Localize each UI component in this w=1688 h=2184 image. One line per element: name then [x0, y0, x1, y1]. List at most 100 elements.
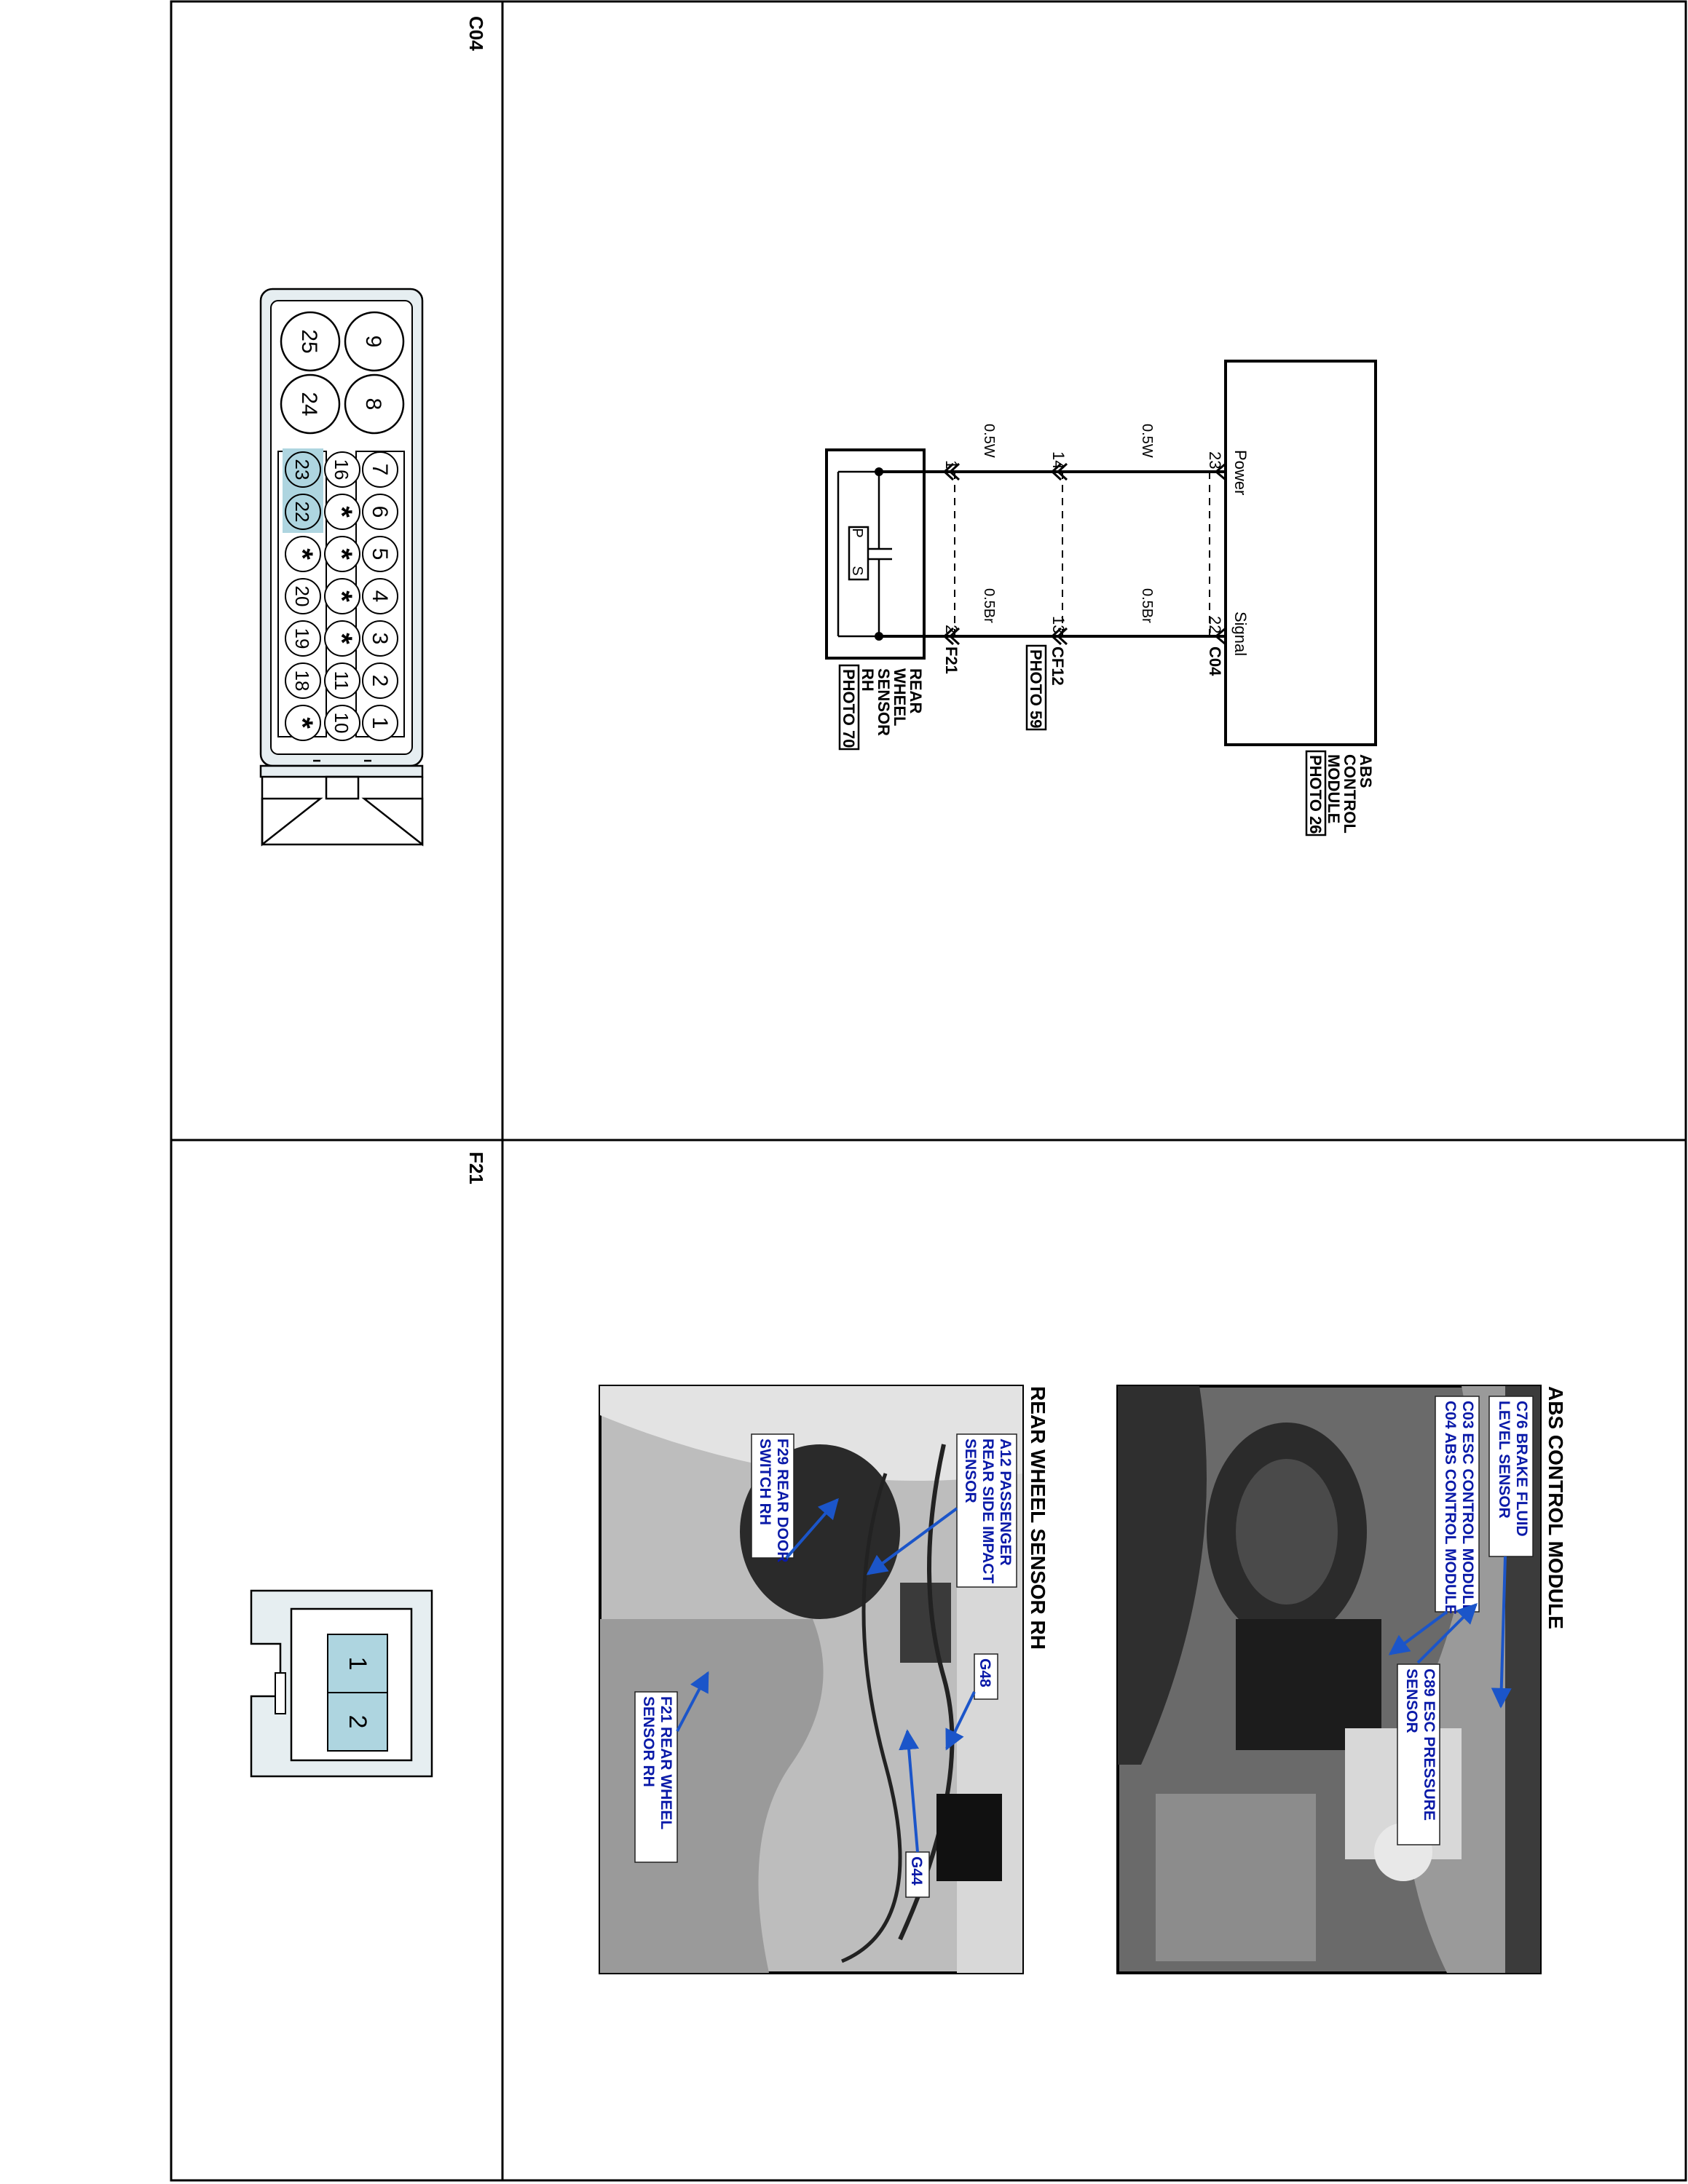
c04-pin-25: 25: [297, 329, 321, 353]
c04-pin-circle: [285, 662, 321, 699]
rear-callout-a12: A12 PASSENGER REAR SIDE IMPACT SENSOR: [866, 1433, 1017, 1588]
c04-pin-label: 5: [368, 548, 392, 561]
f21-pin-2-cell: [327, 1692, 388, 1752]
abs-pin-power-label: Power: [1231, 450, 1250, 495]
c04-pin-circle: [324, 620, 360, 657]
svg-text:A12 PASSENGER: A12 PASSENGER: [997, 1439, 1014, 1566]
svg-text:G48: G48: [977, 1658, 993, 1688]
rear-photo-title: REAR WHEEL SENSOR RH: [1027, 1386, 1049, 1650]
c04-pin-label: 1: [368, 717, 392, 729]
f21-pin-2: 2: [344, 1715, 371, 1729]
abs-callout-c89: C89 ESC PRESSURE SENSOR: [1397, 1603, 1478, 1845]
f21-schematic-pin-2: 2: [942, 625, 961, 633]
sensor-symbol-s: S: [849, 566, 865, 575]
c04-pin-circle: [324, 705, 360, 741]
svg-text:SENSOR RH: SENSOR RH: [640, 1696, 657, 1787]
abs-photo-title: ABS CONTROL MODULE: [1545, 1386, 1567, 1629]
c04-pin-circle: [362, 494, 398, 530]
c04-pin-label: *: [326, 590, 358, 602]
c04-pin-label: 22: [291, 502, 313, 523]
rear-photo-panel: REAR WHEEL SENSOR RH A12 PASSENGER REAR …: [599, 1385, 1049, 1974]
svg-text:F21 REAR WHEEL: F21 REAR WHEEL: [658, 1696, 674, 1829]
f21-connector-face: 1 2: [250, 1589, 433, 1778]
abs-module-name: ABS CONTROL MODULE: [1325, 754, 1375, 834]
svg-text:MODULE: MODULE: [1325, 754, 1343, 823]
svg-text:SENSOR: SENSOR: [1403, 1669, 1420, 1733]
wire-size-power-upper: 0.5W: [1139, 424, 1155, 458]
f21-pin-1-cell: [327, 1634, 388, 1693]
c04-pin-label: 19: [291, 628, 313, 649]
abs-module-box: [1224, 360, 1377, 746]
c04-pin-circle: [362, 662, 398, 699]
svg-text:RH: RH: [859, 668, 877, 692]
c04-pin-label: *: [286, 717, 318, 729]
svg-text:LEVEL SENSOR: LEVEL SENSOR: [1496, 1401, 1513, 1519]
c04-pin-label: *: [286, 548, 318, 560]
c04-pin-circle: [324, 451, 360, 488]
f21-section-label: F21: [465, 1152, 487, 1184]
c04-pin-label: *: [326, 548, 358, 560]
c04-pin-circle: [362, 578, 398, 614]
c04-pin-label: 2: [368, 675, 392, 687]
svg-text:CONTROL: CONTROL: [1341, 754, 1359, 834]
abs-connector-id: C04: [1206, 646, 1224, 676]
cf12-connector-id: CF12: [1049, 646, 1067, 686]
svg-text:ABS: ABS: [1357, 754, 1375, 788]
c04-pin-circle: [285, 578, 321, 614]
c04-pin-label: *: [326, 506, 358, 518]
c04-pin-circle: [324, 494, 360, 530]
abs-callout-c76: C76 BRAKE FLUID LEVEL SENSOR: [1488, 1396, 1534, 1709]
connector-dashes: [954, 472, 1210, 636]
rear-callout-f21: F21 REAR WHEEL SENSOR RH: [634, 1671, 709, 1863]
abs-callout-c03-c04: C03 ESC CONTROL MODULE C04 ABS CONTROL M…: [1388, 1396, 1480, 1655]
c04-pin-label: 6: [368, 506, 392, 518]
c04-pin-circle: [285, 620, 321, 657]
svg-text:WHEEL: WHEEL: [891, 668, 909, 726]
abs-photo-panel: ABS CONTROL MODULE C76 BRAKE FLUID LEVEL…: [1116, 1385, 1567, 1974]
c04-connector-section: C04 9 25 8: [259, 16, 487, 847]
c04-pin-label: 11: [331, 671, 352, 691]
c04-pin-label: 18: [291, 670, 313, 692]
sensor-name: REAR WHEEL SENSOR RH: [859, 668, 925, 736]
rear-callout-f29: F29 REAR DOOR SWITCH RH: [751, 1433, 839, 1562]
svg-text:C89 ESC PRESSURE: C89 ESC PRESSURE: [1421, 1669, 1437, 1821]
c04-pin-circle: [285, 705, 321, 741]
svg-text:SWITCH RH: SWITCH RH: [757, 1439, 773, 1525]
wires: [879, 470, 1226, 638]
svg-text:G44: G44: [908, 1856, 925, 1886]
c04-pin-circle: [324, 536, 360, 572]
c04-pin-label: 7: [368, 464, 392, 476]
cf12-photo: PHOTO 59: [1027, 649, 1045, 728]
cf12-pin-13: 13: [1049, 616, 1068, 633]
cf12-pin-14: 14: [1049, 451, 1068, 469]
c04-pin-8: 8: [361, 398, 385, 411]
c04-latch: [259, 759, 424, 847]
sensor-photo: PHOTO 70: [840, 669, 858, 748]
wire-size-signal-upper: 0.5Br: [1139, 588, 1155, 623]
c04-pin-circle: [285, 451, 321, 488]
c04-pin-circle: [362, 451, 398, 488]
wire-size-signal-lower: 0.5Br: [981, 588, 997, 623]
svg-text:F29 REAR DOOR: F29 REAR DOOR: [774, 1439, 791, 1562]
f21-pin-1: 1: [344, 1657, 371, 1671]
c04-pin-circle: [362, 620, 398, 657]
c04-pin-label: 20: [291, 586, 313, 607]
connector-chevrons: [942, 462, 1226, 646]
c04-pin-circle: [324, 662, 360, 699]
svg-text:SENSOR: SENSOR: [962, 1439, 979, 1503]
c04-pin-24: 24: [297, 392, 321, 416]
f21-schematic-connector-id: F21: [942, 646, 961, 674]
svg-text:C76 BRAKE FLUID: C76 BRAKE FLUID: [1513, 1401, 1530, 1537]
rear-wheel-sensor-box: [825, 448, 926, 660]
c04-pin-circle: [362, 705, 398, 741]
svg-text:REAR SIDE IMPACT: REAR SIDE IMPACT: [979, 1439, 996, 1583]
svg-text:REAR: REAR: [907, 668, 925, 713]
rear-callout-g48: G48: [945, 1653, 998, 1751]
c04-pin-circle: [324, 578, 360, 614]
c04-large-pins: [280, 311, 405, 435]
c04-pin-label: 4: [368, 590, 392, 603]
c04-pin-circle: [285, 536, 321, 572]
